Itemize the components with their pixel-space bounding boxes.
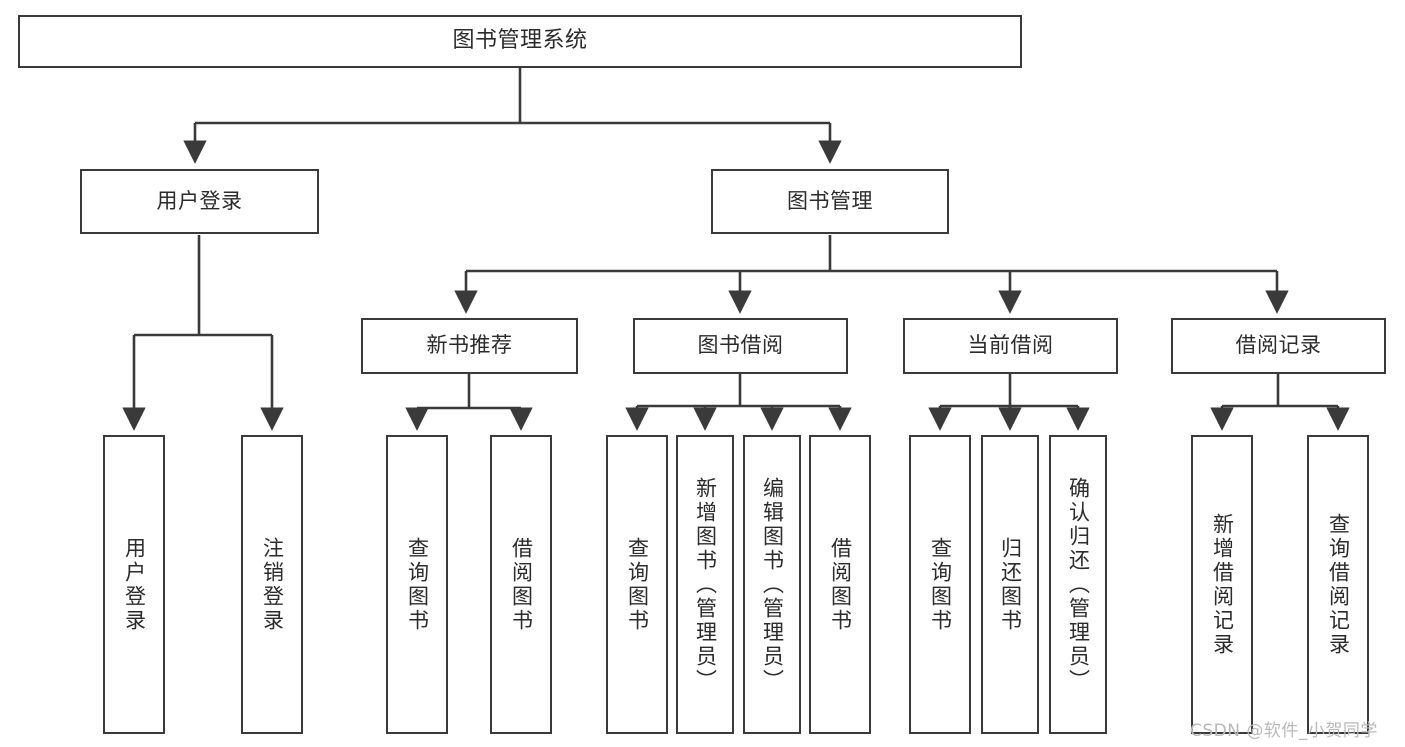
leaf-query-book-borrow[interactable]: 查询图书	[606, 435, 668, 734]
node-new-book-recommend-label: 新书推荐	[426, 333, 513, 358]
leaf-query-book-current-label: 查询图书	[928, 536, 953, 633]
leaf-confirm-return-label: 确认归还（管理员）	[1066, 476, 1091, 693]
node-user-login[interactable]: 用户登录	[80, 169, 319, 234]
node-new-book-recommend[interactable]: 新书推荐	[361, 318, 578, 374]
leaf-add-book[interactable]: 新增图书（管理员）	[676, 435, 734, 734]
node-user-login-label: 用户登录	[156, 188, 243, 213]
leaf-query-book-recommend[interactable]: 查询图书	[386, 435, 448, 734]
leaf-add-book-label: 新增图书（管理员）	[693, 476, 718, 693]
node-root-label: 图书管理系统	[452, 28, 588, 54]
leaf-borrow-book[interactable]: 借阅图书	[809, 435, 871, 734]
leaf-add-borrow-record[interactable]: 新增借阅记录	[1191, 435, 1253, 734]
leaf-logout[interactable]: 注销登录	[241, 435, 303, 734]
node-borrow-record[interactable]: 借阅记录	[1171, 318, 1386, 374]
leaf-query-book-borrow-label: 查询图书	[625, 536, 650, 633]
node-current-borrow[interactable]: 当前借阅	[903, 318, 1118, 374]
leaf-logout-label: 注销登录	[260, 536, 285, 633]
leaf-query-borrow-record-label: 查询借阅记录	[1326, 512, 1351, 657]
leaf-borrow-book-recommend[interactable]: 借阅图书	[490, 435, 552, 734]
leaf-user-login[interactable]: 用户登录	[103, 435, 165, 734]
leaf-borrow-book-recommend-label: 借阅图书	[509, 536, 534, 633]
leaf-edit-book-label: 编辑图书（管理员）	[760, 476, 785, 693]
leaf-query-borrow-record[interactable]: 查询借阅记录	[1307, 435, 1369, 734]
leaf-edit-book[interactable]: 编辑图书（管理员）	[743, 435, 801, 734]
leaf-add-borrow-record-label: 新增借阅记录	[1210, 512, 1235, 657]
leaf-user-login-label: 用户登录	[122, 536, 147, 633]
node-book-borrow[interactable]: 图书借阅	[633, 318, 848, 374]
leaf-borrow-book-label: 借阅图书	[828, 536, 853, 633]
leaf-return-book-label: 归还图书	[998, 536, 1023, 633]
node-book-manage-label: 图书管理	[787, 188, 873, 213]
node-root[interactable]: 图书管理系统	[18, 15, 1022, 68]
leaf-return-book[interactable]: 归还图书	[981, 435, 1039, 734]
leaf-query-book-recommend-label: 查询图书	[405, 536, 430, 633]
csdn-watermark: CSDN @软件_小贺同学	[1190, 721, 1378, 741]
node-book-manage[interactable]: 图书管理	[711, 169, 949, 234]
node-borrow-record-label: 借阅记录	[1235, 333, 1322, 358]
node-current-borrow-label: 当前借阅	[967, 333, 1054, 358]
leaf-query-book-current[interactable]: 查询图书	[909, 435, 971, 734]
node-book-borrow-label: 图书借阅	[697, 333, 784, 358]
leaf-confirm-return[interactable]: 确认归还（管理员）	[1049, 435, 1107, 734]
